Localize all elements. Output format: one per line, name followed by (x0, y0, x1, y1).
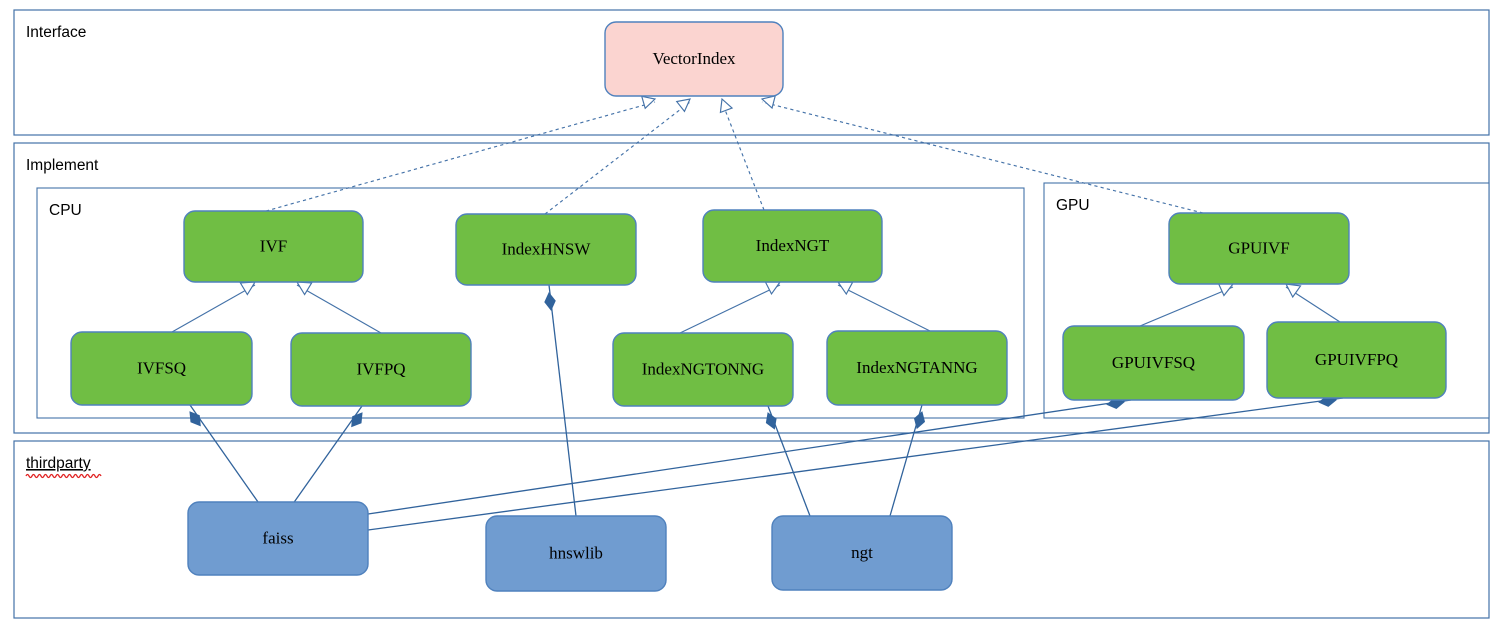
node-box-indexngt[interactable] (702, 209, 883, 283)
node-gpuivfsq[interactable]: GPUIVFSQ (1062, 325, 1245, 401)
node-box-indexngtanng[interactable] (826, 330, 1008, 406)
frame-label-thirdparty: thirdparty (26, 455, 91, 472)
edge-composition-ngt-to-indexngtonng (765, 405, 811, 517)
edge-line (761, 101, 1204, 214)
node-box-gpuivfpq[interactable] (1266, 321, 1447, 399)
node-label-ivfsq: IVFSQ (137, 358, 186, 377)
node-indexhnsw[interactable]: IndexHNSW (455, 213, 637, 286)
edge-line (367, 397, 1344, 531)
node-ivf[interactable]: IVF (183, 210, 364, 283)
edge-line (171, 284, 256, 333)
edge-realization-gpuivf-to-vectorindex (760, 95, 1204, 214)
node-label-vectorindex: VectorIndex (652, 49, 736, 68)
edge-generalization-gpuivfpq-to-gpuivf (1284, 283, 1341, 323)
node-indexngtanng[interactable]: IndexNGTANNG (826, 330, 1008, 406)
node-label-indexngtonng: IndexNGTONNG (642, 359, 764, 378)
hollow-triangle-arrowhead-icon (640, 95, 657, 110)
node-indexngtonng[interactable]: IndexNGTONNG (612, 332, 794, 407)
edge-line (189, 404, 259, 503)
filled-diamond-arrowhead-icon (189, 411, 201, 427)
node-label-faiss: faiss (262, 528, 293, 547)
edge-line (296, 284, 382, 334)
node-label-gpuivfpq: GPUIVFPQ (1315, 350, 1398, 369)
filled-diamond-arrowhead-icon (765, 412, 777, 430)
node-gpuivf[interactable]: GPUIVF (1168, 212, 1350, 285)
frame-label-gpu: GPU (1056, 197, 1090, 214)
node-faiss[interactable]: faiss (187, 501, 369, 576)
node-box-gpuivfsq[interactable] (1062, 325, 1245, 401)
node-label-indexhnsw: IndexHNSW (502, 239, 592, 258)
edge-composition-ngt-to-indexngtanng (889, 404, 926, 517)
node-ngt[interactable]: ngt (771, 515, 953, 591)
edges-layer (171, 95, 1344, 531)
edge-line (721, 101, 765, 211)
edge-line (367, 399, 1132, 515)
node-box-indexngtonng[interactable] (612, 332, 794, 407)
node-box-ivf[interactable] (183, 210, 364, 283)
node-box-faiss[interactable] (187, 501, 369, 576)
spellcheck-underline-icon (25, 473, 102, 479)
node-box-ivfpq[interactable] (290, 332, 472, 407)
frame-label-implement: Implement (26, 157, 99, 174)
edge-line (289, 405, 363, 509)
node-label-ivf: IVF (260, 236, 287, 255)
hollow-triangle-arrowhead-icon (1284, 283, 1302, 299)
node-label-hnswlib: hnswlib (549, 543, 603, 562)
edge-realization-indexhnsw-to-vectorindex (544, 98, 691, 215)
node-gpuivfpq[interactable]: GPUIVFPQ (1266, 321, 1447, 399)
node-hnswlib[interactable]: hnswlib (485, 515, 667, 592)
edge-realization-ivf-to-vectorindex (265, 95, 657, 212)
edge-line (544, 101, 691, 215)
node-ivfsq[interactable]: IVFSQ (70, 331, 253, 406)
node-box-ivfsq[interactable] (70, 331, 253, 406)
node-vectorindex[interactable]: VectorIndex (604, 21, 784, 97)
node-box-hnswlib[interactable] (485, 515, 667, 592)
node-label-gpuivfsq: GPUIVFSQ (1112, 353, 1195, 372)
edge-composition-faiss-to-ivfpq (289, 405, 363, 509)
node-label-gpuivf: GPUIVF (1228, 238, 1289, 257)
edge-composition-hnswlib-to-indexhnsw (544, 284, 577, 517)
edge-composition-faiss-to-ivfsq (189, 404, 259, 503)
node-label-indexngtanng: IndexNGTANNG (856, 358, 977, 377)
node-box-indexhnsw[interactable] (455, 213, 637, 286)
node-label-indexngt: IndexNGT (756, 236, 830, 255)
node-label-ngt: ngt (851, 543, 873, 562)
node-box-gpuivf[interactable] (1168, 212, 1350, 285)
node-ivfpq[interactable]: IVFPQ (290, 332, 472, 407)
edge-line (679, 284, 781, 334)
hollow-triangle-arrowhead-icon (675, 98, 691, 113)
node-box-ngt[interactable] (771, 515, 953, 591)
hollow-triangle-arrowhead-icon (719, 97, 734, 114)
filled-diamond-arrowhead-icon (913, 411, 926, 430)
node-label-ivfpq: IVFPQ (356, 359, 405, 378)
filled-diamond-arrowhead-icon (351, 412, 363, 428)
edge-line (837, 284, 931, 332)
node-box-vectorindex[interactable] (604, 21, 784, 97)
node-indexngt[interactable]: IndexNGT (702, 209, 883, 283)
edge-realization-indexngt-to-vectorindex (719, 97, 765, 211)
hollow-triangle-arrowhead-icon (760, 95, 776, 110)
frame-label-cpu: CPU (49, 202, 82, 219)
frame-label-interface: Interface (26, 24, 86, 41)
filled-diamond-arrowhead-icon (544, 292, 556, 311)
edge-line (1139, 286, 1234, 327)
edge-line (548, 284, 577, 517)
